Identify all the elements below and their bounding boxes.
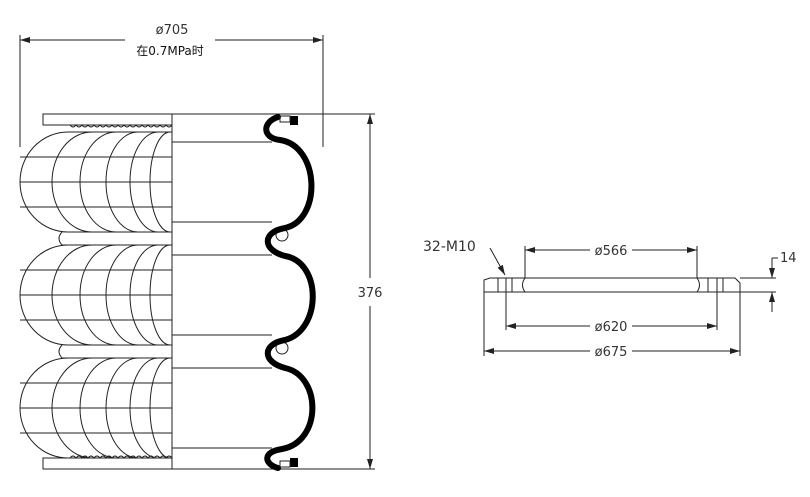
bellows-profile — [263, 114, 316, 471]
pressure-note: 在0.7MPa时 — [136, 44, 204, 58]
thickness-label: 14 — [780, 251, 797, 266]
bolt-label: 32-M10 — [423, 239, 476, 255]
outer-diameter-label: ø675 — [595, 345, 628, 360]
flange-section: ø566 ø620 ø675 14 32-M10 — [423, 239, 797, 360]
height-dimension: 376 — [358, 114, 383, 469]
inner-diameter-label: ø566 — [595, 244, 628, 259]
end-plates — [42, 113, 375, 470]
inner-lines — [172, 141, 289, 449]
bellows-lobes — [19, 131, 173, 459]
diameter-dimension: ø705 在0.7MPa时 — [19, 23, 324, 147]
height-label: 376 — [358, 286, 383, 301]
bolt-circle-label: ø620 — [595, 320, 628, 335]
diameter-label: ø705 — [156, 23, 189, 38]
